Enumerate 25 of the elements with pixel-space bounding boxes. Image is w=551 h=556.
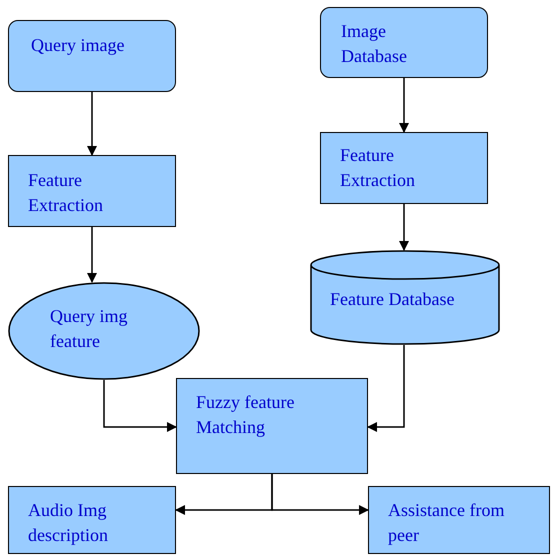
process-box (8, 486, 176, 554)
node-label: Image Database (341, 20, 408, 68)
arrow (399, 78, 409, 133)
process-box (320, 132, 488, 204)
process-box (176, 378, 368, 474)
process-box (8, 155, 176, 227)
node-label: Feature Extraction (340, 144, 416, 192)
arrow (87, 227, 97, 283)
arrow (367, 345, 405, 432)
rounded-process-box (8, 20, 176, 92)
arrow (271, 474, 369, 515)
arrow (103, 380, 177, 432)
rounded-process-box (320, 7, 488, 78)
node-label: Feature Database (330, 288, 456, 311)
node-label: Query image (31, 34, 126, 57)
node-label: Query img feature (50, 305, 128, 353)
arrow (399, 204, 409, 251)
database-cylinder (310, 250, 500, 345)
node-label: Audio Img description (28, 499, 109, 547)
node-label: Fuzzy feature Matching (196, 391, 296, 439)
node-label: Assistance from peer (388, 499, 506, 547)
node-label: Feature Extraction (28, 169, 104, 217)
arrow (87, 92, 97, 156)
data-ellipse (8, 282, 200, 380)
process-box (368, 486, 550, 554)
